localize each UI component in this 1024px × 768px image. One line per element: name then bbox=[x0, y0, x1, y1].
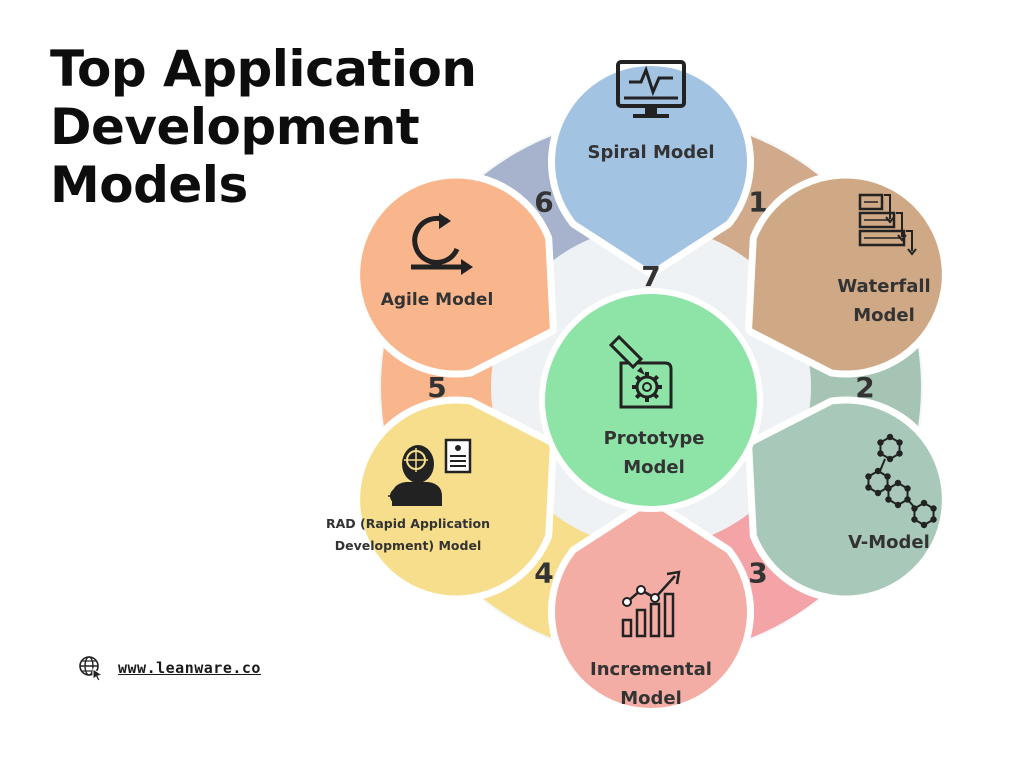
developer-target-icon bbox=[388, 438, 472, 506]
segment-number: 1 bbox=[748, 186, 767, 219]
globe-cursor-icon bbox=[79, 656, 104, 681]
center-number: 7 bbox=[641, 260, 660, 293]
segment-number: 2 bbox=[855, 371, 874, 404]
model-label: Spiral Model bbox=[587, 142, 714, 163]
segment-number: 5 bbox=[427, 371, 446, 404]
model-label: Agile Model bbox=[381, 290, 494, 310]
title-line-2: Development bbox=[50, 98, 420, 156]
title-line-1: Top Application bbox=[50, 40, 477, 98]
page-title: Top Application Development Models bbox=[50, 40, 510, 214]
model-label: Development) Model bbox=[335, 538, 481, 553]
petal-3 bbox=[745, 396, 949, 603]
waterfall-icon bbox=[858, 193, 917, 256]
website-link[interactable]: www.leanware.co bbox=[118, 659, 261, 677]
segment-number: 3 bbox=[748, 556, 767, 589]
title-line-3: Models bbox=[50, 156, 248, 214]
center-label: Prototype bbox=[604, 428, 705, 449]
prototype-design-icon bbox=[608, 334, 673, 409]
agile-cycle-icon bbox=[411, 213, 473, 275]
molecule-icon bbox=[865, 433, 937, 529]
center-label: Model bbox=[623, 457, 685, 478]
model-label: Incremental bbox=[590, 659, 712, 680]
model-label: V-Model bbox=[848, 532, 930, 553]
petal-1 bbox=[548, 59, 754, 277]
website-link-row[interactable]: www.leanware.co bbox=[78, 655, 261, 681]
petal-6 bbox=[353, 171, 557, 378]
model-label: RAD (Rapid Application bbox=[326, 516, 490, 531]
segment-number: 4 bbox=[534, 556, 553, 589]
monitor-heartbeat-icon bbox=[616, 60, 686, 118]
model-label: Waterfall bbox=[837, 276, 930, 297]
center-circle bbox=[545, 294, 757, 506]
model-label: Model bbox=[853, 305, 915, 326]
model-label: Model bbox=[620, 688, 682, 709]
growth-chart-icon bbox=[621, 570, 681, 638]
segment-number: 6 bbox=[534, 186, 553, 219]
